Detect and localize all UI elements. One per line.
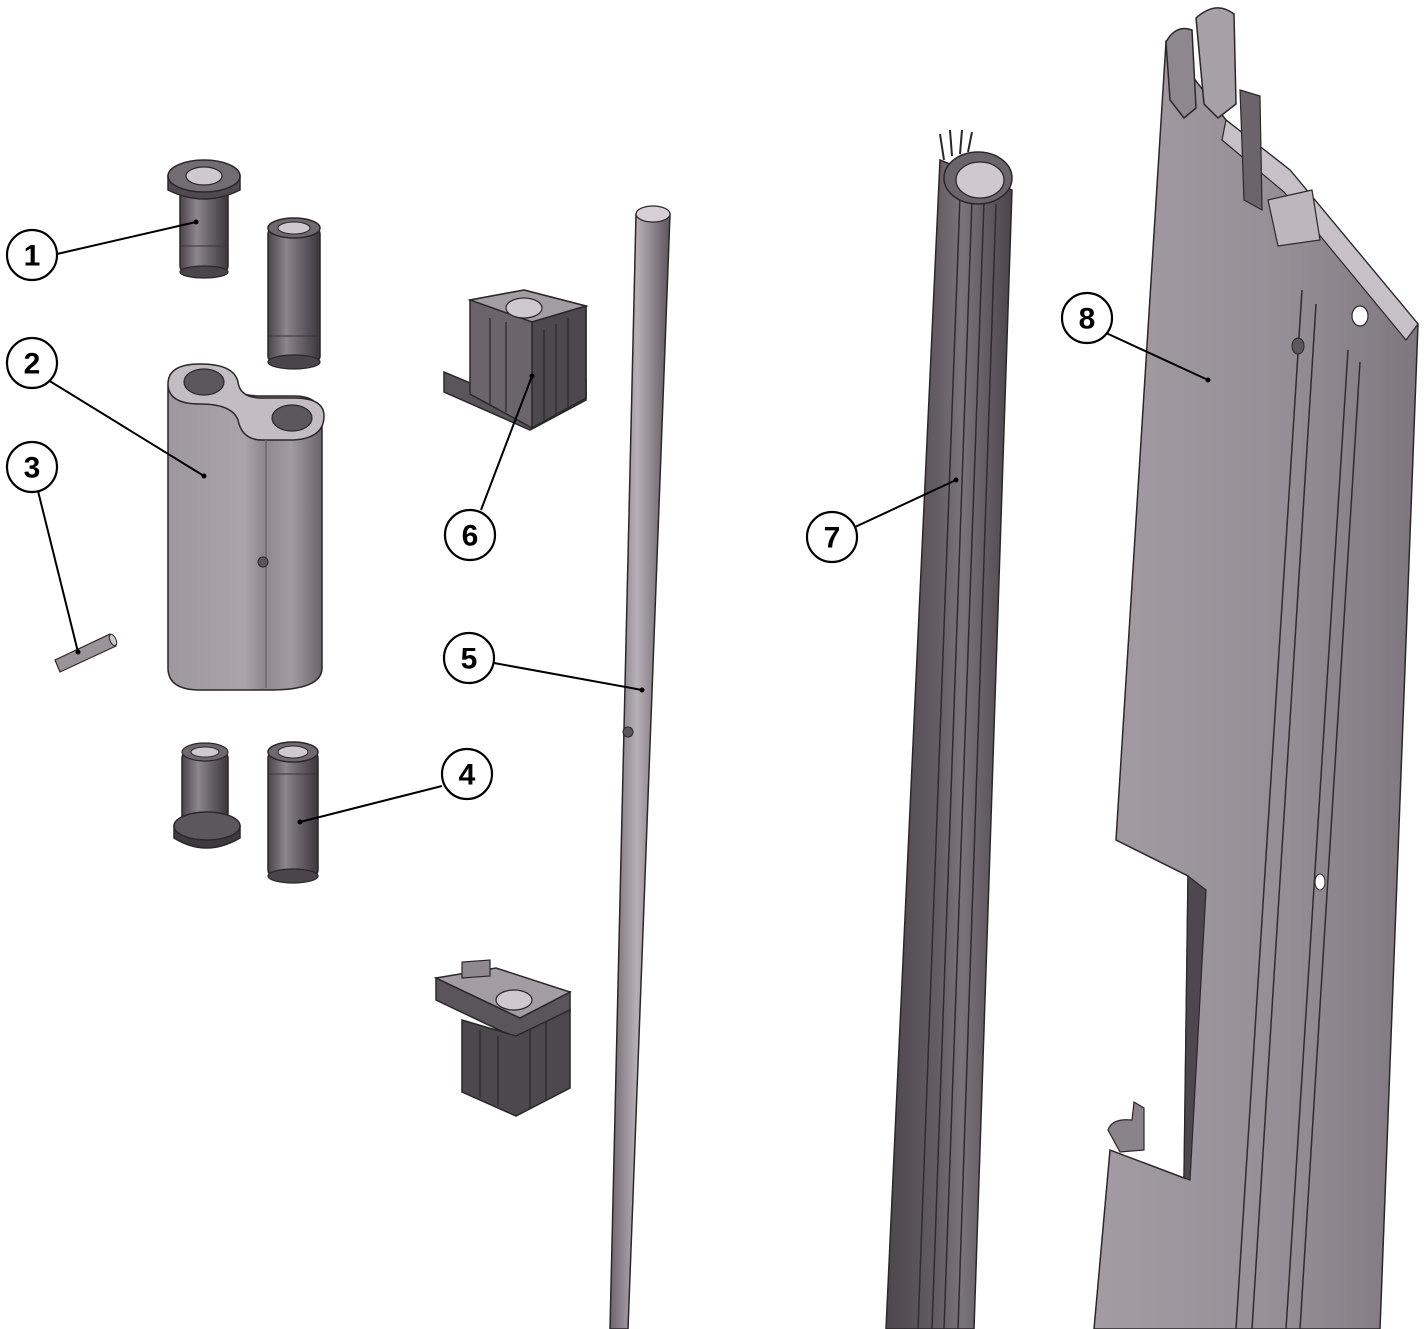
callout-label-8: 8	[1079, 303, 1096, 336]
callout-label-4: 4	[459, 759, 476, 792]
pin	[54, 633, 118, 673]
flanged-bushing-top	[167, 159, 241, 279]
callout-label-3: 3	[24, 452, 41, 485]
callout-4: 4	[440, 747, 494, 801]
callout-1: 1	[5, 228, 59, 282]
sleeve-bushing-bottom	[267, 741, 319, 884]
end-cap-top	[443, 289, 589, 431]
callout-6: 6	[443, 508, 497, 562]
callout-3: 3	[5, 440, 59, 494]
callout-label-6: 6	[462, 520, 479, 553]
rod	[609, 205, 671, 1329]
callout-2: 2	[5, 336, 59, 390]
callout-label-1: 1	[24, 240, 41, 273]
callout-label-5: 5	[461, 643, 478, 676]
callout-label-7: 7	[824, 522, 841, 555]
callout-8: 8	[1060, 291, 1114, 345]
hinge-body	[167, 363, 325, 691]
sleeve-bushing-top	[267, 217, 321, 370]
callout-label-2: 2	[24, 348, 41, 381]
flanged-bushing-bottom	[173, 742, 241, 849]
profile-seal	[885, 129, 1013, 1329]
profile-frame	[1093, 7, 1419, 1329]
callout-7: 7	[805, 510, 859, 564]
callout-5: 5	[442, 631, 496, 685]
end-cap-bottom	[433, 959, 572, 1117]
leader-lines	[37, 219, 1211, 825]
